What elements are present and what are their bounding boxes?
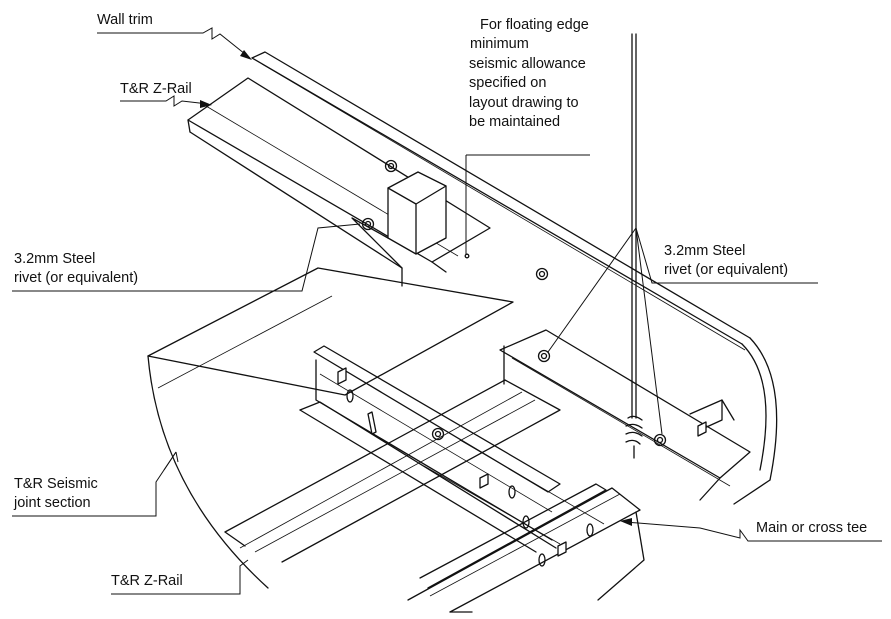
- seismic-joint-line-2: joint section: [14, 495, 91, 511]
- rivet-left-line-1: 3.2mm Steel: [14, 251, 96, 267]
- rivet-2: [361, 217, 375, 231]
- hanger-wire: [625, 33, 643, 459]
- seismic-joint-line-1: T&R Seismic: [14, 476, 98, 492]
- rivet-1: [384, 159, 398, 173]
- floating-edge-line-1: For floating edge: [480, 17, 589, 33]
- floating-edge-line-6: be maintained: [469, 114, 561, 130]
- z-rail-top-label: T&R Z-Rail: [120, 81, 192, 97]
- rivets: [361, 159, 667, 447]
- floating-edge-line-5: layout drawing to: [469, 95, 579, 111]
- rivet-6: [653, 433, 667, 447]
- leader-lines: [12, 27, 882, 595]
- rivet-right-line-2: rivet (or equivalent): [664, 262, 789, 278]
- z-rail-bottom: [224, 379, 561, 563]
- rivet-4: [537, 349, 551, 363]
- tee-grid: [299, 345, 735, 613]
- z-rail-right: [499, 329, 751, 501]
- main-cross-tee-label: Main or cross tee: [756, 520, 868, 536]
- seismic-joint-plate: [147, 267, 514, 589]
- floating-edge-line-3: seismic allowance: [469, 56, 586, 72]
- rivet-3: [535, 267, 549, 281]
- floating-edge-line-2: minimum: [470, 36, 529, 52]
- rivet-5: [431, 427, 445, 441]
- rivet-left-line-2: rivet (or equivalent): [14, 270, 139, 286]
- z-rail-top: [187, 77, 491, 287]
- wall-trim: [251, 51, 778, 505]
- wall-trim-label: Wall trim: [97, 12, 153, 28]
- rivet-right-line-1: 3.2mm Steel: [664, 243, 746, 259]
- z-rail-bottom-label: T&R Z-Rail: [111, 573, 183, 589]
- floating-edge-line-4: specified on: [469, 75, 547, 91]
